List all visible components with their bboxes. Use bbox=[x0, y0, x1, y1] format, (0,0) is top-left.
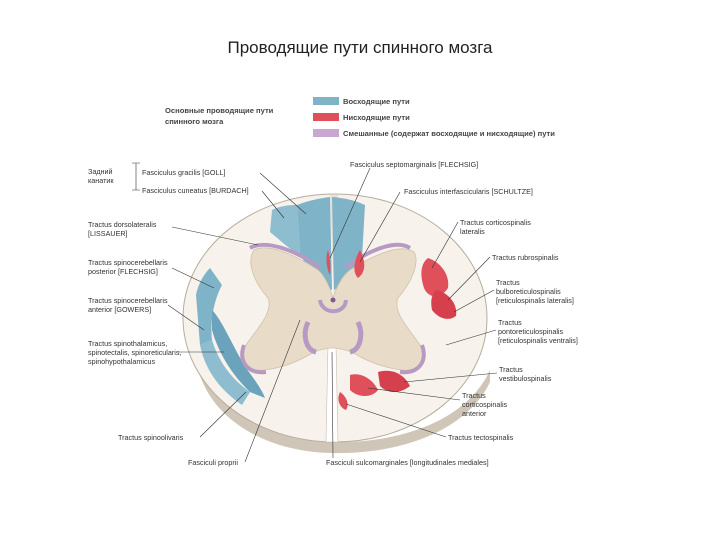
label-spinothalamic-line3: spinohypothalamicus bbox=[88, 357, 156, 366]
legend-label-descending: Нисходящие пути bbox=[343, 113, 410, 122]
legend-label-ascending: Восходящие пути bbox=[343, 97, 410, 106]
legend-swatch-descending bbox=[313, 113, 339, 121]
label-sulcomarginales: Fasciculi sulcomarginales [longitudinale… bbox=[326, 458, 489, 467]
gray-commissure bbox=[318, 299, 348, 314]
legend-swatch-mixed bbox=[313, 129, 339, 137]
label-corticospinalis-anterior-line1: Tractus bbox=[462, 391, 486, 400]
label-interfascicularis: Fasciculus interfascicularis [SCHULTZE] bbox=[404, 187, 533, 196]
label-fasciculi-proprii: Fasciculi proprii bbox=[188, 458, 238, 467]
page-title: Проводящие пути спинного мозга bbox=[227, 38, 493, 57]
label-pontoreticulospinalis-line3: [reticulospinalis ventralis] bbox=[498, 336, 578, 345]
vestibulospinal-tract bbox=[378, 370, 410, 392]
corticospinal-anterior-tract bbox=[350, 374, 378, 396]
spinocerebellar-posterior-tract bbox=[196, 268, 222, 345]
fasciculi-sulcomarginales-band bbox=[302, 320, 364, 355]
label-pontoreticulospinalis-line2: pontoreticulospinalis bbox=[498, 327, 564, 336]
tectospinal-tract bbox=[338, 392, 348, 410]
spinocerebellar-anterior-tract bbox=[200, 340, 250, 405]
label-spinothalamic-line1: Tractus spinothalamicus, bbox=[88, 339, 167, 348]
label-fasciculus-gracilis: Fasciculus gracilis [GOLL] bbox=[142, 168, 225, 177]
label-spinothalamic-line2: spinotectalis, spinoreticularis, bbox=[88, 348, 181, 357]
diagram-header-line1: Основные проводящие пути bbox=[165, 106, 274, 115]
fasciculus-gracilis-right bbox=[332, 197, 365, 290]
spinothalamic-tract bbox=[212, 310, 265, 398]
interfascicular-fasciculus bbox=[354, 250, 365, 278]
label-rubrospinalis: Tractus rubrospinalis bbox=[492, 253, 559, 262]
label-septomarginalis: Fasciculus septomarginalis [FLECHSIG] bbox=[350, 160, 478, 169]
label-tectospinalis: Tractus tectospinalis bbox=[448, 433, 514, 442]
fasciculi-proprii-posterior bbox=[249, 242, 412, 270]
legend-swatch-ascending bbox=[313, 97, 339, 105]
legend-label-mixed: Смешанные (содержат восходящие и нисходя… bbox=[343, 129, 555, 138]
rubrospinal-tract bbox=[431, 290, 457, 319]
label-corticospinalis-lateralis-line1: Tractus corticospinalis bbox=[460, 218, 531, 227]
label-spinoolivaris: Tractus spinoolivaris bbox=[118, 433, 184, 442]
fasciculi-proprii-lateral bbox=[240, 344, 426, 375]
fasciculus-cuneatus-left bbox=[270, 205, 300, 255]
label-vestibulospinalis-line1: Tractus bbox=[499, 365, 523, 374]
label-corticospinalis-anterior-line2: corticospinalis bbox=[462, 400, 508, 409]
label-bulboreticulospinalis-line1: Tractus bbox=[496, 278, 520, 287]
spinal-cord-section bbox=[182, 193, 490, 454]
label-zadniy-line2: канатик bbox=[88, 176, 114, 185]
label-zadniy-line1: Задний bbox=[88, 167, 113, 176]
label-pontoreticulospinalis-line1: Tractus bbox=[498, 318, 522, 327]
label-spinocerebellar-posterior-line2: posterior [FLECHSIG] bbox=[88, 267, 158, 276]
diagram-header-line2: спинного мозга bbox=[165, 117, 224, 126]
label-corticospinalis-anterior-line3: anterior bbox=[462, 409, 487, 418]
label-corticospinalis-lateralis-line2: lateralis bbox=[460, 227, 485, 236]
corticospinal-lateral-tract bbox=[421, 258, 449, 297]
central-canal bbox=[330, 297, 336, 303]
label-dorsolateralis-line1: Tractus dorsolateralis bbox=[88, 220, 157, 229]
label-fasciculus-cuneatus: Fasciculus cuneatus [BURDACH] bbox=[142, 186, 249, 195]
leader-lines bbox=[132, 162, 498, 463]
label-vestibulospinalis-line2: vestibulospinalis bbox=[499, 374, 552, 383]
label-bulboreticulospinalis-line3: [reticulospinalis lateralis] bbox=[496, 296, 574, 305]
label-spinocerebellar-posterior-line1: Tractus spinocerebellaris bbox=[88, 258, 168, 267]
label-spinocerebellar-anterior-line2: anterior [GOWERS] bbox=[88, 305, 151, 314]
label-spinocerebellar-anterior-line1: Tractus spinocerebellaris bbox=[88, 296, 168, 305]
septomarginal-fasciculus bbox=[326, 250, 331, 275]
label-dorsolateralis-line2: [LISSAUER] bbox=[88, 229, 128, 238]
fasciculus-gracilis-left bbox=[297, 197, 332, 290]
label-bulboreticulospinalis-line2: bulboreticulospinalis bbox=[496, 287, 561, 296]
